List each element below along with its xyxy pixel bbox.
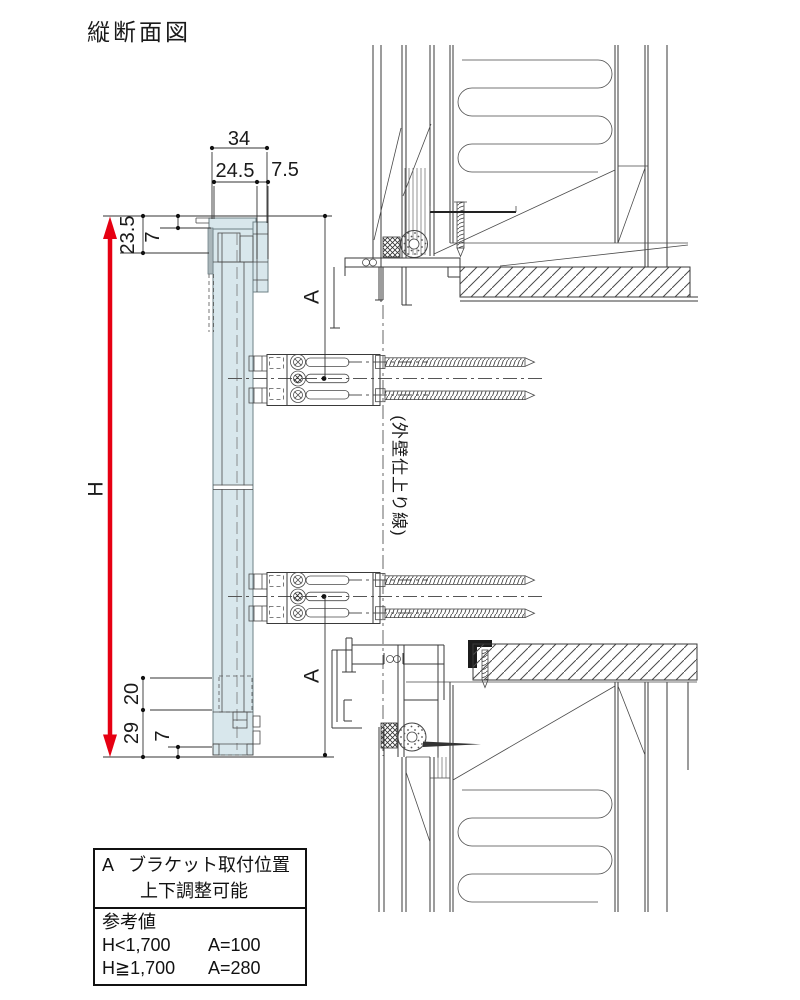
sealant-block-top (382, 236, 401, 258)
note-value: A=100 (208, 935, 261, 955)
note-condition: H≧1,700 (102, 958, 176, 978)
dimension-lines (103, 145, 334, 760)
note-a-text: ブラケット取付位置 (128, 855, 290, 875)
mounting-bracket-top (228, 354, 542, 406)
bracket-slot (305, 373, 350, 384)
rail-fin (207, 227, 214, 275)
note-table: A ブラケット取付位置 上下調整可能 参考値 H<1,700 A=100 H≧1,… (93, 848, 307, 986)
dim-h-label: H (84, 481, 108, 497)
insulation-batt-bottom (457, 789, 613, 903)
dim-7-5-label: 7.5 (271, 159, 299, 181)
shutter-rail (195, 217, 269, 756)
dim-34-label: 34 (227, 128, 251, 150)
dim-23-5-label: 23.5 (117, 215, 139, 255)
top-wall-structure (372, 45, 689, 302)
bracket-slot (305, 390, 350, 400)
note-ref-row: H≧1,700 A=280 (102, 957, 300, 980)
wood-head-member (459, 266, 691, 298)
board-hatch (404, 168, 426, 255)
dim-a-top-label: A (300, 289, 324, 305)
lag-screw (384, 357, 526, 367)
window-head-assembly (330, 201, 698, 329)
dim-24-5-label: 24.5 (215, 160, 255, 182)
note-row-a: A ブラケット取付位置 上下調整可能 (95, 850, 305, 909)
note-ref-row: H<1,700 A=100 (102, 934, 300, 957)
note-condition: H<1,700 (102, 935, 171, 955)
mounting-bracket-bottom (227, 572, 543, 624)
lag-screw (384, 390, 526, 401)
sealant-block-bottom (380, 722, 398, 749)
rail-section-break (213, 484, 253, 490)
dim-29-label: 29 (121, 721, 143, 745)
bracket-slot (305, 357, 350, 367)
height-dimension-arrow (103, 216, 117, 757)
bottom-wall-structure (401, 681, 697, 912)
insulation-batt-top (457, 59, 613, 173)
note-reference-values: 参考値 H<1,700 A=100 H≧1,700 A=280 (95, 909, 305, 984)
dim-7-bottom-label: 7 (152, 730, 174, 742)
note-ref-label: 参考値 (102, 912, 156, 932)
note-value: A=280 (208, 958, 261, 978)
dim-20-label: 20 (121, 682, 143, 706)
window-sill-assembly (331, 637, 698, 912)
dim-7-top-label: 7 (142, 231, 164, 243)
weep-needle (423, 741, 481, 747)
wall-finish-line-label: (外壁仕上り線) (389, 415, 409, 537)
wood-sill-member (472, 643, 698, 681)
page-title: 縦断面図 (87, 19, 191, 45)
ceiling-line (460, 296, 698, 302)
note-a-key: A (102, 855, 115, 875)
note-a-text2: 上下調整可能 (140, 881, 248, 901)
dim-a-bottom-label: A (300, 668, 324, 684)
head-screw (456, 201, 465, 249)
